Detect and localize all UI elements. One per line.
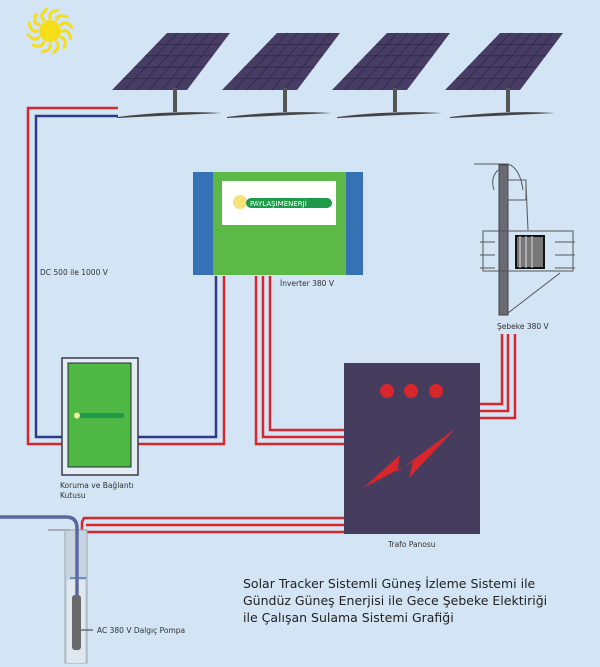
solar-tracker-panel: [445, 32, 563, 118]
svg-text:PAYLAŞIMENERJİ: PAYLAŞIMENERJİ: [250, 199, 307, 208]
logo: [246, 198, 332, 208]
inverter: PAYLAŞIMENERJİ: [193, 172, 363, 275]
protection-box-label-line1: Koruma ve Bağlantı: [60, 481, 134, 490]
ac-wires-inverter: [254, 276, 344, 446]
title-line-1: Solar Tracker Sistemli Güneş İzleme Sist…: [243, 576, 536, 591]
well: [0, 515, 93, 664]
dc-wires: [26, 106, 226, 446]
title-line-2: Gündüz Güneş Enerjisi ile Gece Şebeke El…: [243, 593, 548, 608]
transformer-panel: [344, 363, 480, 534]
sun-icon: [26, 7, 74, 55]
pump-label: AC 380 V Dalgıç Pompa: [97, 626, 186, 635]
inverter-label: İnverter 380 V: [280, 279, 334, 288]
solar-tracker-panel: [222, 32, 340, 118]
solar-tracker-panel: [332, 32, 450, 118]
protection-box: [61, 357, 139, 476]
lightning-icon: [363, 428, 456, 488]
grid-label: Şebeke 380 V: [497, 322, 549, 331]
ac-wires-grid: [480, 334, 517, 420]
diagram-title: Solar Tracker Sistemli Güneş İzleme Sist…: [243, 575, 547, 626]
solar-tracker-panel: [112, 32, 230, 118]
water-pipe: [0, 515, 79, 598]
dc-voltage-label: DC 500 ile 1000 V: [40, 268, 108, 277]
grid-pole-icon: [474, 163, 575, 316]
title-line-3: ile Çalışan Sulama Sistemi Grafiği: [243, 610, 454, 625]
logo-small: [76, 413, 124, 418]
protection-box-label-line2: Kutusu: [60, 491, 86, 500]
protection-box-label: Koruma ve Bağlantı Kutusu: [60, 481, 134, 501]
transformer-panel-label: Trafo Panosu: [388, 540, 436, 549]
pump-icon: [72, 595, 81, 650]
